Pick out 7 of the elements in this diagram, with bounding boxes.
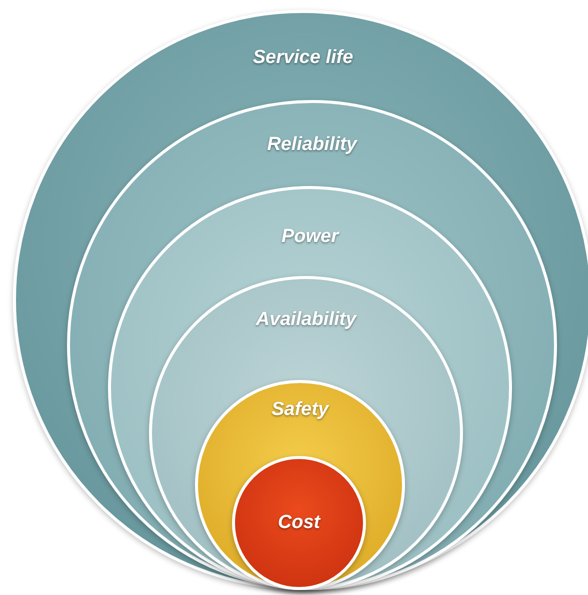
circle-label: Safety bbox=[271, 399, 329, 421]
circle-label: Availability bbox=[256, 309, 356, 331]
circle-label: Reliability bbox=[267, 134, 357, 156]
inner-circle bbox=[232, 456, 366, 590]
circle-label: Power bbox=[281, 226, 339, 248]
circle-label: Cost bbox=[278, 512, 320, 534]
circle-label: Service life bbox=[252, 47, 354, 69]
